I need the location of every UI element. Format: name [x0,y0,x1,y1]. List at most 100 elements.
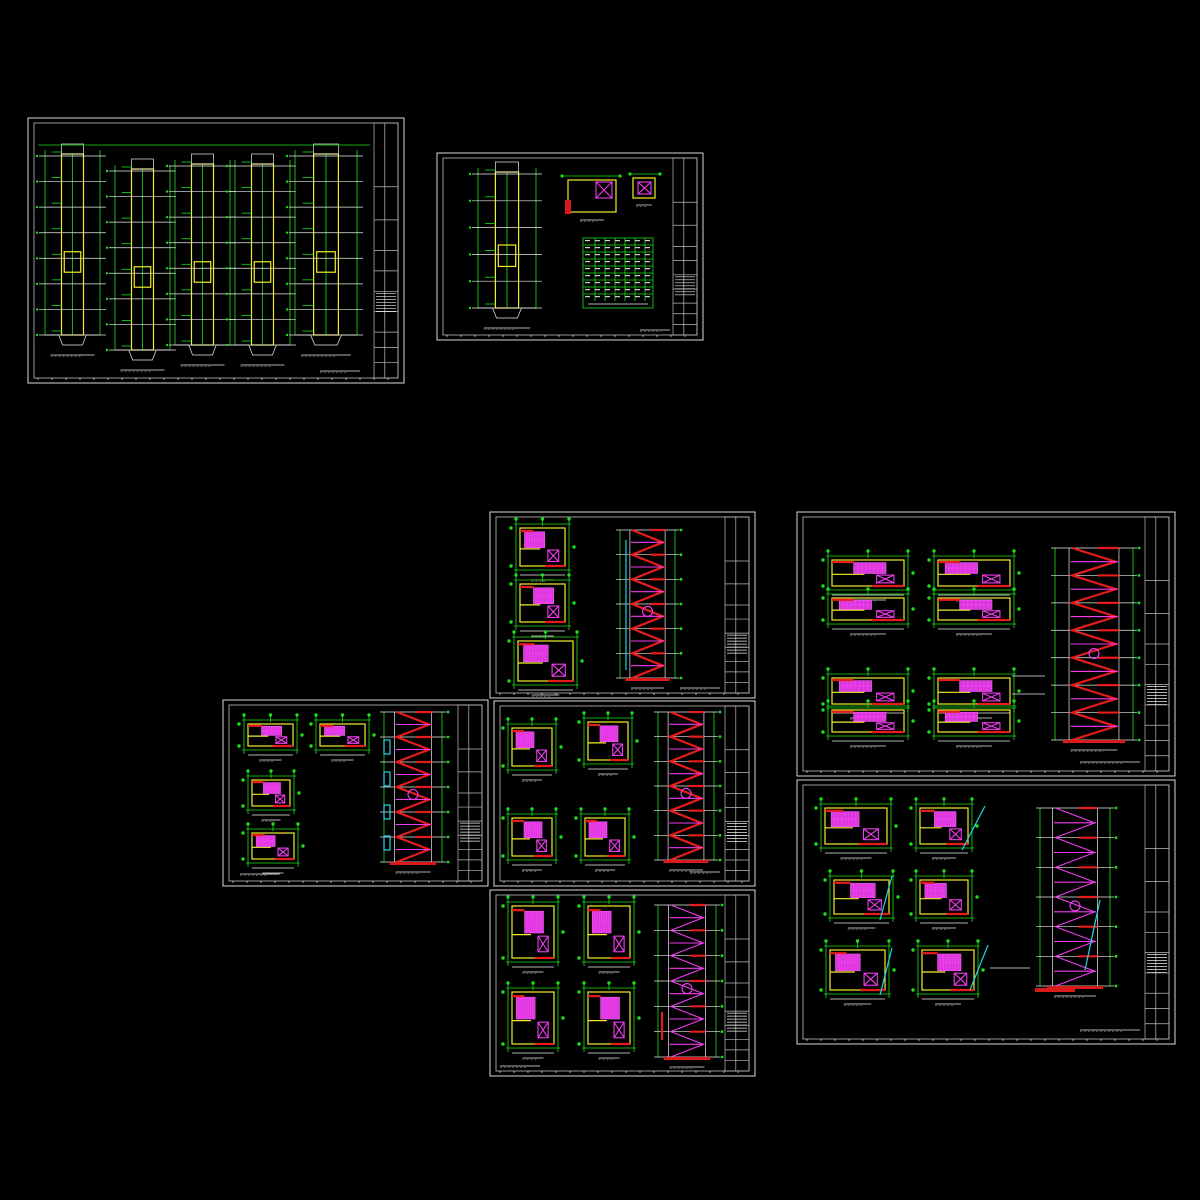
table-cell-text [615,261,620,263]
grid-bubble [35,257,39,260]
elevator-shaft-cross [982,722,1001,730]
grid-bubble [1137,656,1141,660]
grid-bubble [468,172,472,176]
grid-bubble [911,719,915,723]
glass-panel [383,804,391,820]
wall-outline [511,905,555,959]
grid-bubble [446,860,450,864]
elevator-shaft-elevation [105,158,176,372]
grid-bubble [1017,719,1021,723]
table-cell-text [645,240,650,242]
grid-bubble [894,824,898,828]
grid-bubble [241,778,245,782]
stair-flight-zigzag [629,528,666,680]
wall-outline [831,597,905,621]
stair-section [1051,546,1141,752]
shaft-plan-large [560,174,622,222]
stair-plan [821,699,915,748]
elevator-car [63,251,82,273]
grid-bubble [824,939,828,943]
elevator-car [193,261,212,283]
grid-bubble [574,854,578,858]
grid-bubble [927,596,931,600]
grid-bubble [927,584,931,588]
grid-bubble [554,717,558,721]
elevator-shaft-cross [275,736,287,744]
section-cut-marker [641,605,654,617]
elevator-shaft-cross [347,736,359,744]
elevator-shaft-cross [275,794,286,804]
table-cell-text [615,282,620,284]
section-cut-marker [407,788,419,801]
section-cut-marker [681,983,693,995]
elevator-shaft-cross [537,935,549,953]
grid-bubble [285,308,289,311]
elevator-shaft-cross [612,743,623,756]
grid-bubble [618,174,622,178]
grid-bubble [531,895,535,899]
grid-bubble [556,981,560,985]
grid-bubble [446,785,450,789]
table-cell-text [645,282,650,284]
wall-outline [519,527,566,567]
grid-bubble [927,730,931,734]
elevator-shaft-cross [613,1021,625,1039]
stair-plan [821,549,915,602]
elevator-shaft [609,839,620,852]
grid-bubble [911,948,915,952]
grid-bubble [1114,925,1118,929]
elevator-shaft [982,610,1001,618]
table-cell-text [595,296,600,298]
grid-bubble [165,292,169,296]
grid-bubble [35,154,39,158]
grid-bubble [720,903,724,907]
stair-plan [309,713,376,762]
grid-bubble [468,306,472,310]
elevator-shaft-elevation [285,143,363,357]
sheet-outer-frame [489,889,756,1077]
grid-bubble [889,797,893,801]
stair-plan [909,797,979,860]
grid-bubble [285,257,289,260]
grid-bubble [509,526,513,530]
grid-bubble [718,809,722,813]
grid-bubble [821,730,825,734]
stair-flight-zigzag [667,710,705,862]
machine-room [131,158,154,170]
grid-bubble [909,912,913,916]
ground-slab [663,860,709,863]
grid-bubble [237,744,241,748]
elevator-shaft [867,899,882,911]
table-cell-text [585,289,590,291]
machine-room [313,143,339,155]
grid-bubble [582,895,586,899]
ground-slab [1035,988,1075,992]
table-cell-text [585,268,590,270]
elevator-shaft-cross [277,847,289,857]
stair-plan [501,981,565,1060]
shaft-plan-small [628,172,662,207]
grid-bubble [296,822,300,826]
ground-slab [1047,986,1103,989]
grid-bubble [501,990,505,994]
grid-bubble [285,154,289,158]
sheet-7-stair-details [796,511,1176,777]
stair-section [1036,806,1118,998]
grid-bubble [970,869,974,873]
elevator-shaft [551,663,566,677]
grid-bubble [514,573,518,577]
sheet-2-elevator-details [436,152,704,341]
elevator-shaft-cross [537,1021,549,1039]
elevator-car [316,251,336,273]
elevator-shaft-cross [982,574,1001,584]
grid-bubble [821,584,825,588]
grid-bubble [506,807,510,811]
grid-bubble [972,549,976,553]
wall-outline [833,879,890,915]
grid-bubble [446,735,450,739]
grid-bubble [1012,667,1016,671]
grid-bubble [927,708,931,712]
stair-plan [577,981,641,1060]
stair-plan [241,769,301,822]
grid-bubble [506,895,510,899]
